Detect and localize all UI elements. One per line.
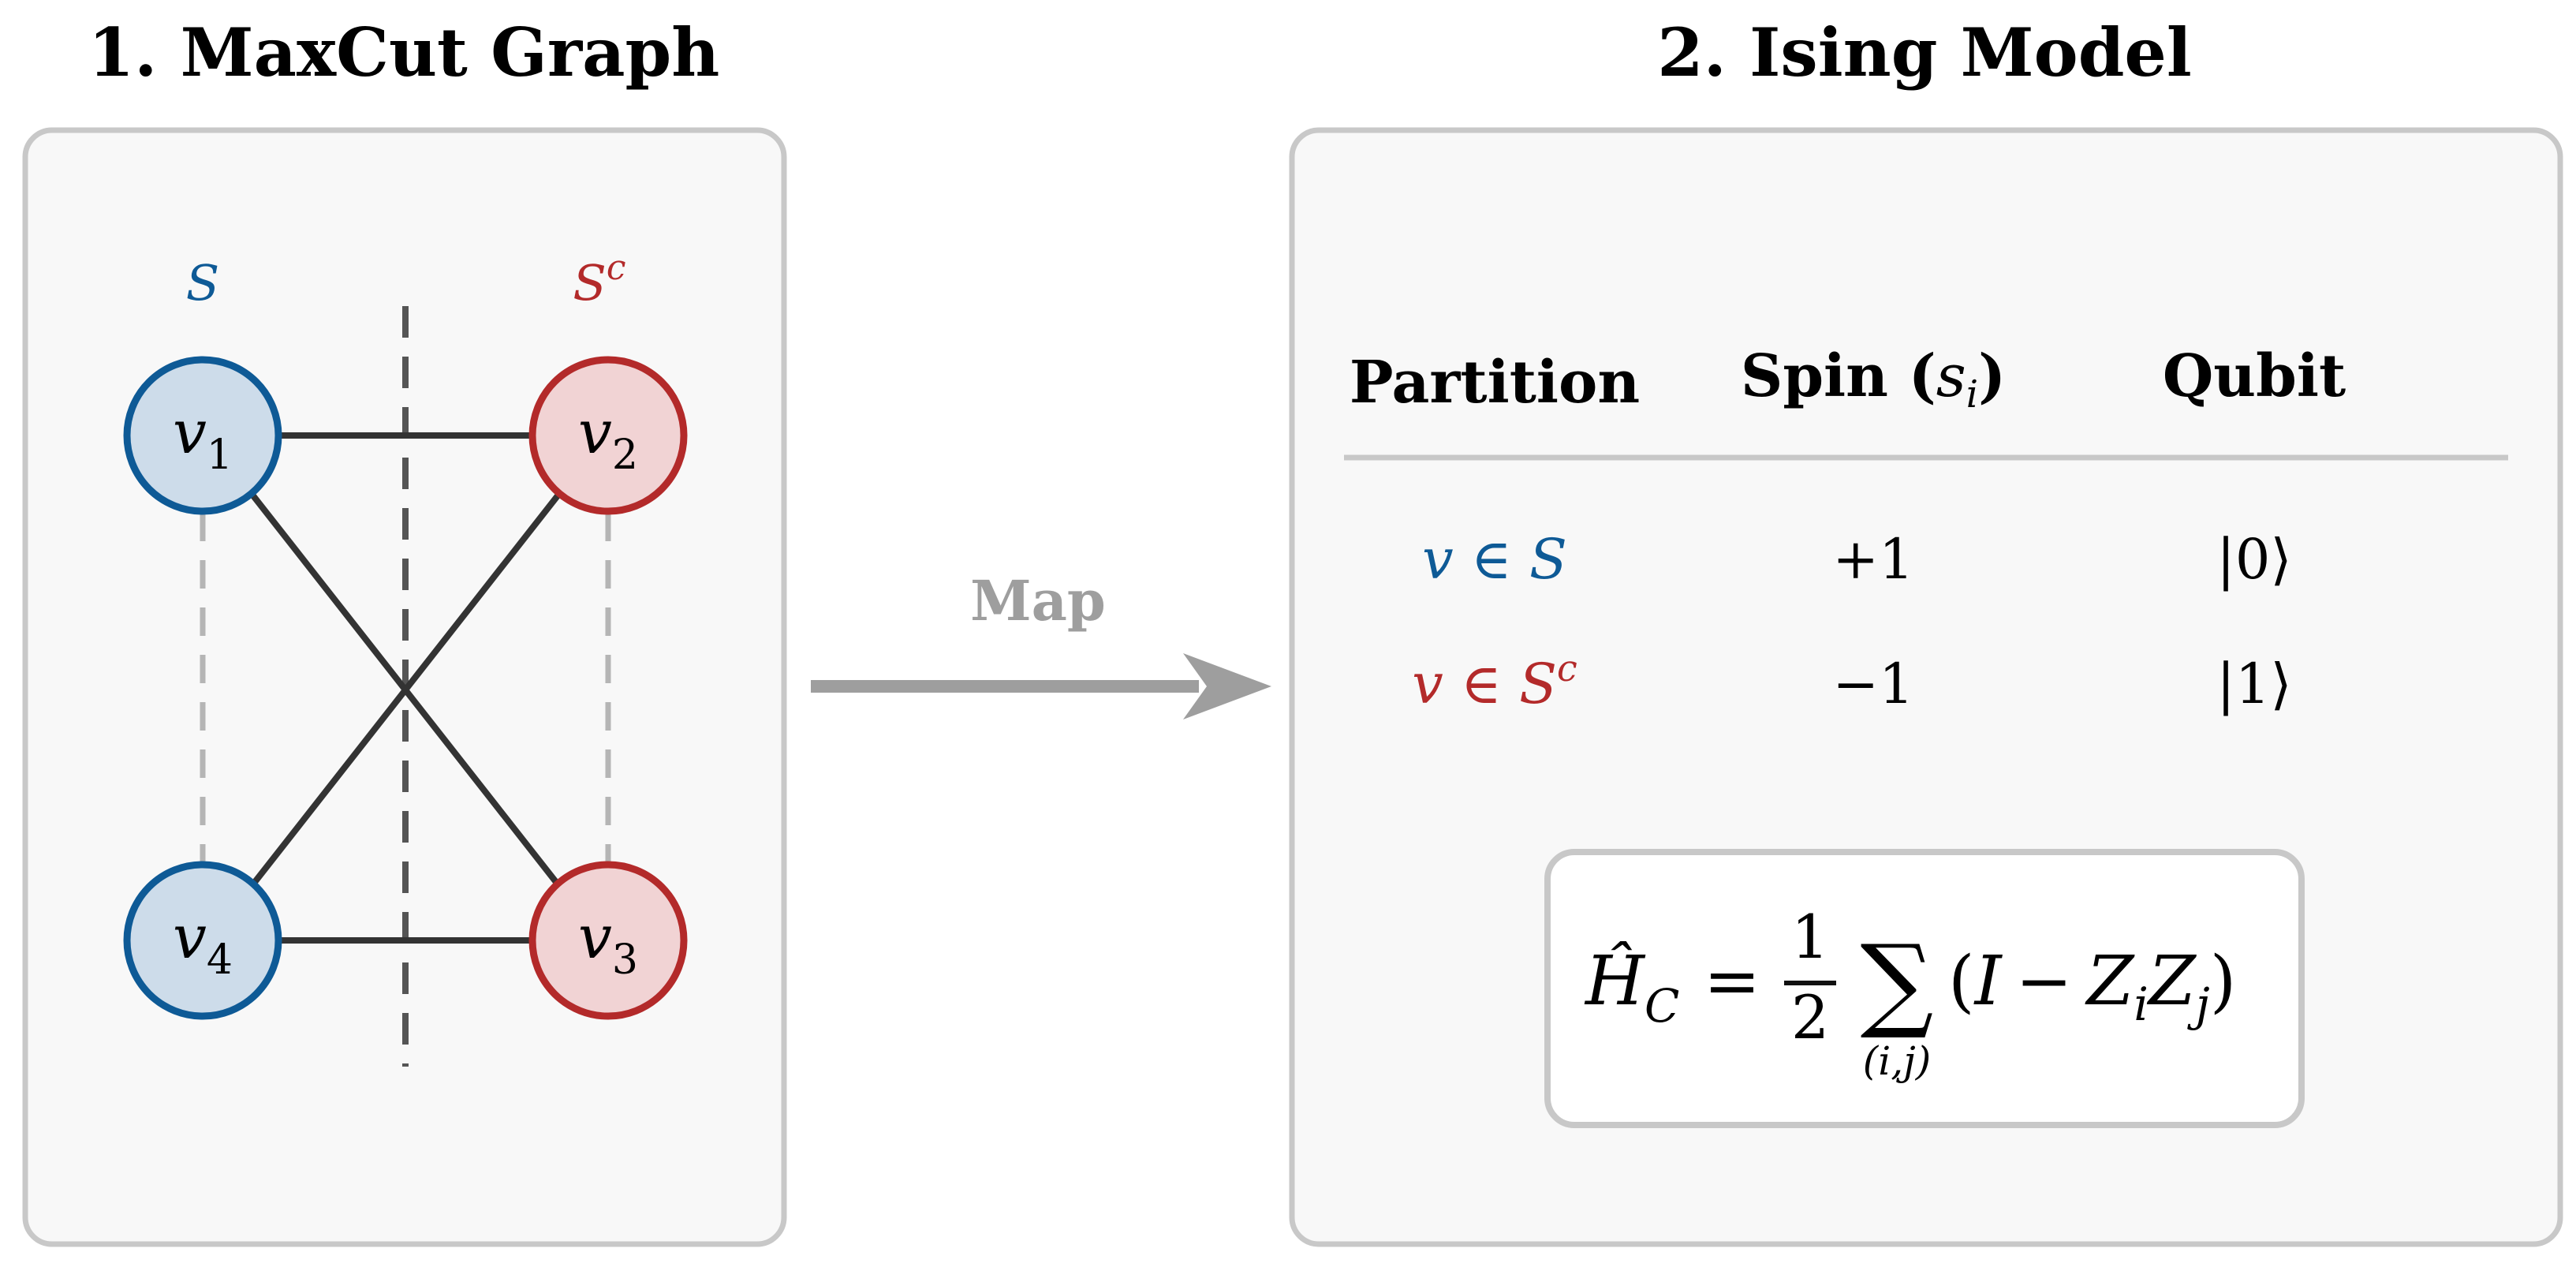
- row-1-qubit: |0⟩: [2216, 527, 2291, 592]
- hamiltonian-box: [1544, 849, 2305, 1128]
- row-1-spin: +1: [1832, 527, 1913, 592]
- svg-text:v3: v3: [578, 902, 638, 984]
- row-2-partition: v ∈ Sc: [1412, 647, 1577, 716]
- edge-v2-v4: [246, 488, 565, 891]
- row-2-spin: −1: [1832, 652, 1913, 716]
- table-header-qubit: Qubit: [2163, 342, 2346, 410]
- table-header-partition: Partition: [1350, 349, 1640, 417]
- formula-equals: =: [1704, 942, 1760, 1021]
- svg-text:v4: v4: [173, 902, 233, 984]
- formula-lhs: ĤC: [1584, 941, 1679, 1033]
- row-2-qubit: |1⟩: [2216, 652, 2291, 716]
- left-panel-title: 1. MaxCut Graph: [88, 13, 720, 92]
- formula-body: (I−ZiZj): [1948, 942, 2236, 1031]
- table-header-spin: Spin (si): [1741, 342, 2006, 417]
- svg-text:v2: v2: [578, 397, 638, 479]
- map-arrow-label: Map: [970, 568, 1106, 634]
- right-panel-title: 2. Ising Model: [1657, 13, 2192, 92]
- map-arrow-head: [1183, 653, 1271, 719]
- node-v4: v4: [123, 861, 282, 1020]
- row-1-partition: v ∈ S: [1422, 527, 1567, 592]
- node-v1: v1: [123, 356, 282, 515]
- formula-sum-symbol: ∑: [1861, 922, 1934, 1042]
- formula-fraction-denominator: 2: [1791, 982, 1829, 1052]
- formula-sum-index: (i,j): [1863, 1038, 1931, 1084]
- svg-text:v1: v1: [173, 397, 233, 479]
- set-sc-label: Sc: [573, 248, 625, 312]
- node-v3: v3: [528, 861, 688, 1020]
- set-s-label: S: [186, 254, 219, 312]
- node-v2: v2: [528, 356, 688, 515]
- cost-hamiltonian-formula: ĤC = 1 2 ∑ (i,j) (I−ZiZj): [1584, 902, 2236, 1084]
- formula-fraction-numerator: 1: [1791, 902, 1829, 972]
